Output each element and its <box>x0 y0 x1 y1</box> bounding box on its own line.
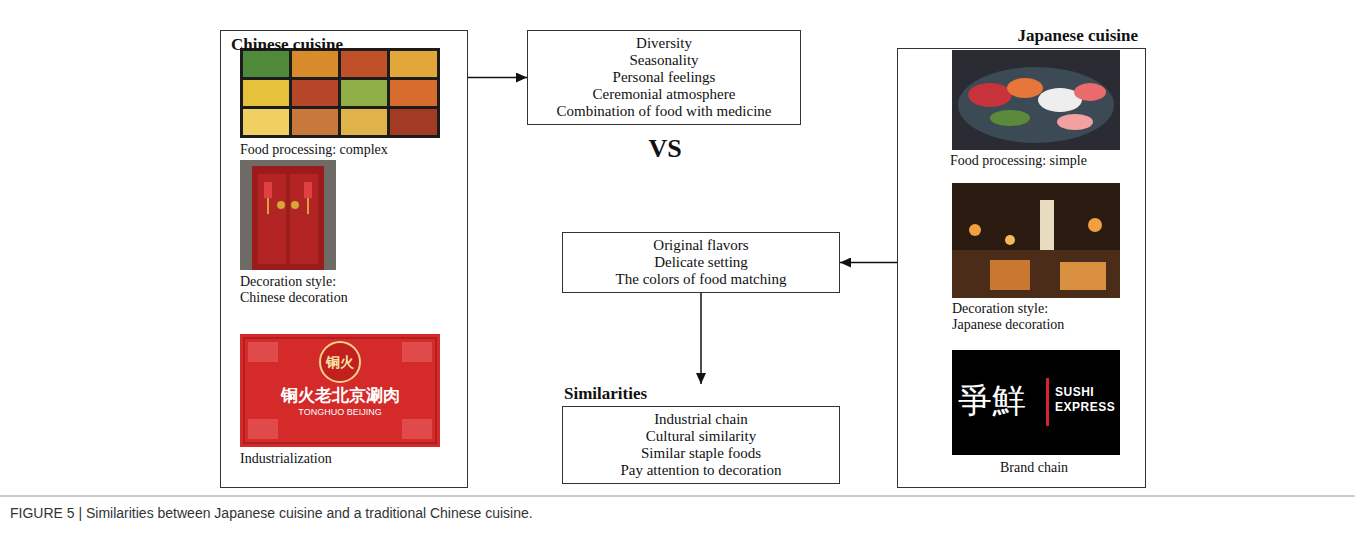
sashimi-photo-part <box>1057 114 1093 130</box>
restaurant-banner-photo-part <box>402 419 432 439</box>
chinese-door-photo-part <box>307 198 309 214</box>
food-menu-photo-part <box>240 48 440 138</box>
food-menu-photo-part <box>292 80 338 106</box>
japanese-street-photo-part <box>1005 235 1015 245</box>
list-item: Personal feelings <box>536 69 792 86</box>
chinese-door-photo-part <box>240 160 336 270</box>
caption-rule-part <box>0 496 1355 497</box>
food-menu-photo-part <box>243 109 289 135</box>
panel-heading: Similarities <box>562 384 840 406</box>
chinese-door-photo-part <box>304 182 312 198</box>
restaurant-banner-photo-part <box>248 419 278 439</box>
restaurant-banner-photo <box>240 334 440 447</box>
food-menu-photo-part <box>243 80 289 106</box>
list-item: Seasonality <box>536 52 792 69</box>
list-item: Original flavors <box>571 237 831 254</box>
panel-heading: Japanese cuisine <box>897 26 1146 48</box>
panel-outline: Industrial chainCultural similaritySimil… <box>562 406 840 484</box>
panel-heading: Chinese cuisine <box>231 35 457 55</box>
panel-outline <box>897 48 1146 488</box>
chinese-door-photo-part <box>290 174 318 264</box>
japanese-street-photo-part <box>969 224 981 236</box>
photo-caption: Decoration style: Chinese decoration <box>240 274 372 306</box>
sashimi-photo-part <box>958 67 1114 143</box>
japanese-street-photo-part <box>1060 262 1106 290</box>
chinese-door-photo-part <box>258 174 286 264</box>
list-item: Combination of food with medicine <box>536 103 792 120</box>
chinese-door-photo-part <box>267 198 269 214</box>
node-box: DiversitySeasonalityPersonal feelingsCer… <box>527 30 801 125</box>
japanese-street-photo-part <box>1040 200 1054 250</box>
food-menu-photo-part <box>390 80 437 106</box>
japanese-street-photo-part <box>952 183 1120 298</box>
food-menu-photo-part <box>390 51 437 77</box>
sashimi-photo-part <box>990 110 1030 126</box>
node-box: Original flavorsDelicate settingThe colo… <box>562 232 840 293</box>
food-menu-photo-part <box>341 80 387 106</box>
photo-caption: Food processing: complex <box>240 142 460 158</box>
sushi-express-logo-part <box>1046 378 1049 426</box>
logo-text: SUSHI EXPRESS <box>1055 385 1117 415</box>
sashimi-photo-part <box>1007 78 1043 98</box>
list-item: Cultural similarity <box>571 428 831 445</box>
restaurant-banner-photo-part <box>248 342 278 362</box>
chinese-door-photo-part <box>291 201 299 209</box>
sushi-express-logo <box>952 350 1120 455</box>
sashimi-photo-part <box>968 83 1012 107</box>
restaurant-banner-photo-part <box>402 342 432 362</box>
food-menu-photo <box>240 48 440 138</box>
flow-arrow <box>840 262 897 264</box>
banner-text: 铜火老北京涮肉 <box>240 385 440 405</box>
cuisine-panel: Chinese cuisine <box>220 30 468 488</box>
logo-text: 铜火 <box>318 354 362 370</box>
chinese-door-photo-part <box>264 182 272 198</box>
sushi-express-logo-part <box>952 350 1120 455</box>
sashimi-photo <box>952 50 1120 150</box>
chinese-door-photo <box>240 160 336 270</box>
food-menu-photo-part <box>292 109 338 135</box>
photo-caption: Food processing: simple <box>950 153 1140 169</box>
list-item: Pay attention to decoration <box>571 462 831 479</box>
similarities-box: SimilaritiesIndustrial chainCultural sim… <box>562 384 840 484</box>
logo-text: 爭鮮 <box>958 380 1038 420</box>
japanese-street-photo <box>952 183 1120 298</box>
list-item: Delicate setting <box>571 254 831 271</box>
list-item: Industrial chain <box>571 411 831 428</box>
banner-text: TONGHUO BEIJING <box>240 407 440 418</box>
chinese-door-photo-part <box>277 201 285 209</box>
chinese-door-photo-part <box>252 166 324 270</box>
flow-arrow <box>468 77 527 79</box>
list-item: Diversity <box>536 35 792 52</box>
food-menu-photo-part <box>341 51 387 77</box>
figure-caption: FIGURE 5 | Similarities between Japanese… <box>10 504 1345 522</box>
sashimi-photo-part <box>952 50 1120 150</box>
japanese-street-photo-part <box>1088 218 1102 232</box>
food-menu-photo-part <box>390 109 437 135</box>
photo-caption: Brand chain <box>1000 460 1130 476</box>
photo-caption: Industrialization <box>240 451 440 467</box>
japanese-street-photo-part <box>990 260 1030 290</box>
food-menu-photo-part <box>341 109 387 135</box>
list-item: The colors of food matching <box>571 271 831 288</box>
list-item: Similar staple foods <box>571 445 831 462</box>
list-item: Ceremonial atmosphere <box>536 86 792 103</box>
caption-rule <box>0 496 1355 497</box>
japanese-street-photo-part <box>952 250 1120 298</box>
restaurant-banner-photo-part <box>240 334 440 447</box>
vs-label: VS <box>610 134 720 164</box>
sashimi-photo-part <box>1074 83 1106 101</box>
food-menu-photo-part <box>292 51 338 77</box>
flow-arrow <box>700 293 702 384</box>
food-menu-photo-part <box>243 51 289 77</box>
photo-caption: Decoration style: Japanese decoration <box>952 301 1094 333</box>
